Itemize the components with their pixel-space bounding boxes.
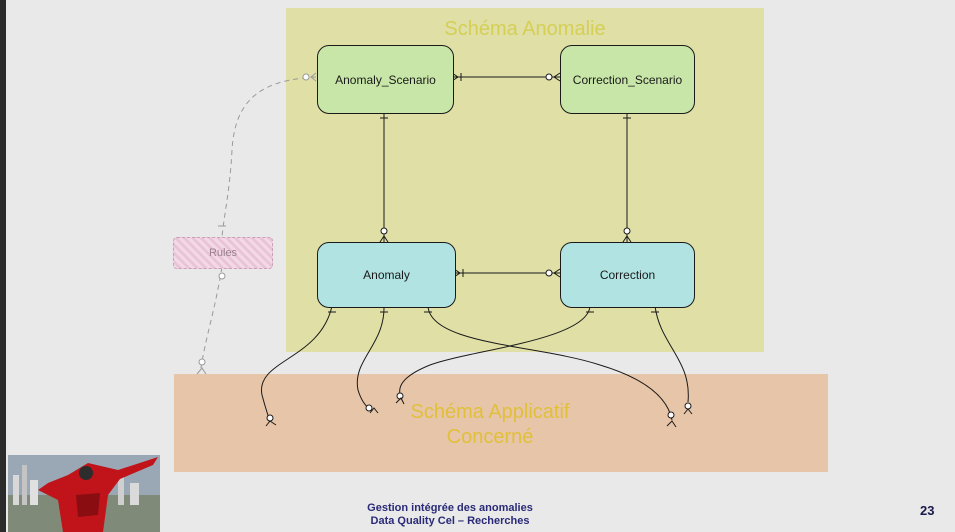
link-anomaly-scenario-correction-scenario [451,72,561,82]
link-anomaly-to-applicatif-2 [356,305,388,414]
link-anomaly-to-applicatif-3 [424,305,677,428]
entity-rules[interactable]: Rules [173,237,273,269]
footer-line1: Gestion intégrée des anomalies [367,502,533,514]
footer-line2: Data Quality Cel – Recherches [370,515,530,527]
link-anomaly-to-applicatif-1 [261,305,336,427]
slide-left-border [0,0,6,532]
entity-anomaly[interactable]: Anomaly [317,242,456,308]
page-number: 23 [920,503,935,518]
schema-applicatif-region [174,374,828,472]
footer-text: Gestion intégrée des anomalies Data Qual… [300,502,600,528]
schema-applicatif-title: Schéma Applicatif Concerné [370,400,610,450]
schema-applicatif-title-line2: Concerné [446,426,534,448]
schema-anomalie-title: Schéma Anomalie [444,18,606,40]
skydiver-photo [8,455,160,532]
entity-anomaly-label: Anomaly [363,268,410,282]
link-correction-to-applicatif-1 [395,305,594,405]
link-rules-dashed [200,76,317,369]
entity-correction-scenario-label: Correction_Scenario [572,72,683,87]
entity-correction[interactable]: Correction [560,242,695,308]
link-anomaly-correction [453,268,561,278]
link-correction-to-applicatif-2 [651,305,693,415]
entity-correction-scenario[interactable]: Correction_Scenario [560,45,695,114]
entity-anomaly-scenario-label: Anomaly_Scenario [335,72,436,87]
rules-link-ends [196,72,317,375]
entity-anomaly-scenario[interactable]: Anomaly_Scenario [317,45,454,114]
schema-applicatif-title-line1: Schéma Applicatif [410,401,570,423]
entity-rules-label: Rules [208,247,238,259]
link-correction-scenario-correction [622,112,632,243]
link-anomaly-scenario-anomaly [379,112,389,243]
entity-correction-label: Correction [599,268,656,282]
